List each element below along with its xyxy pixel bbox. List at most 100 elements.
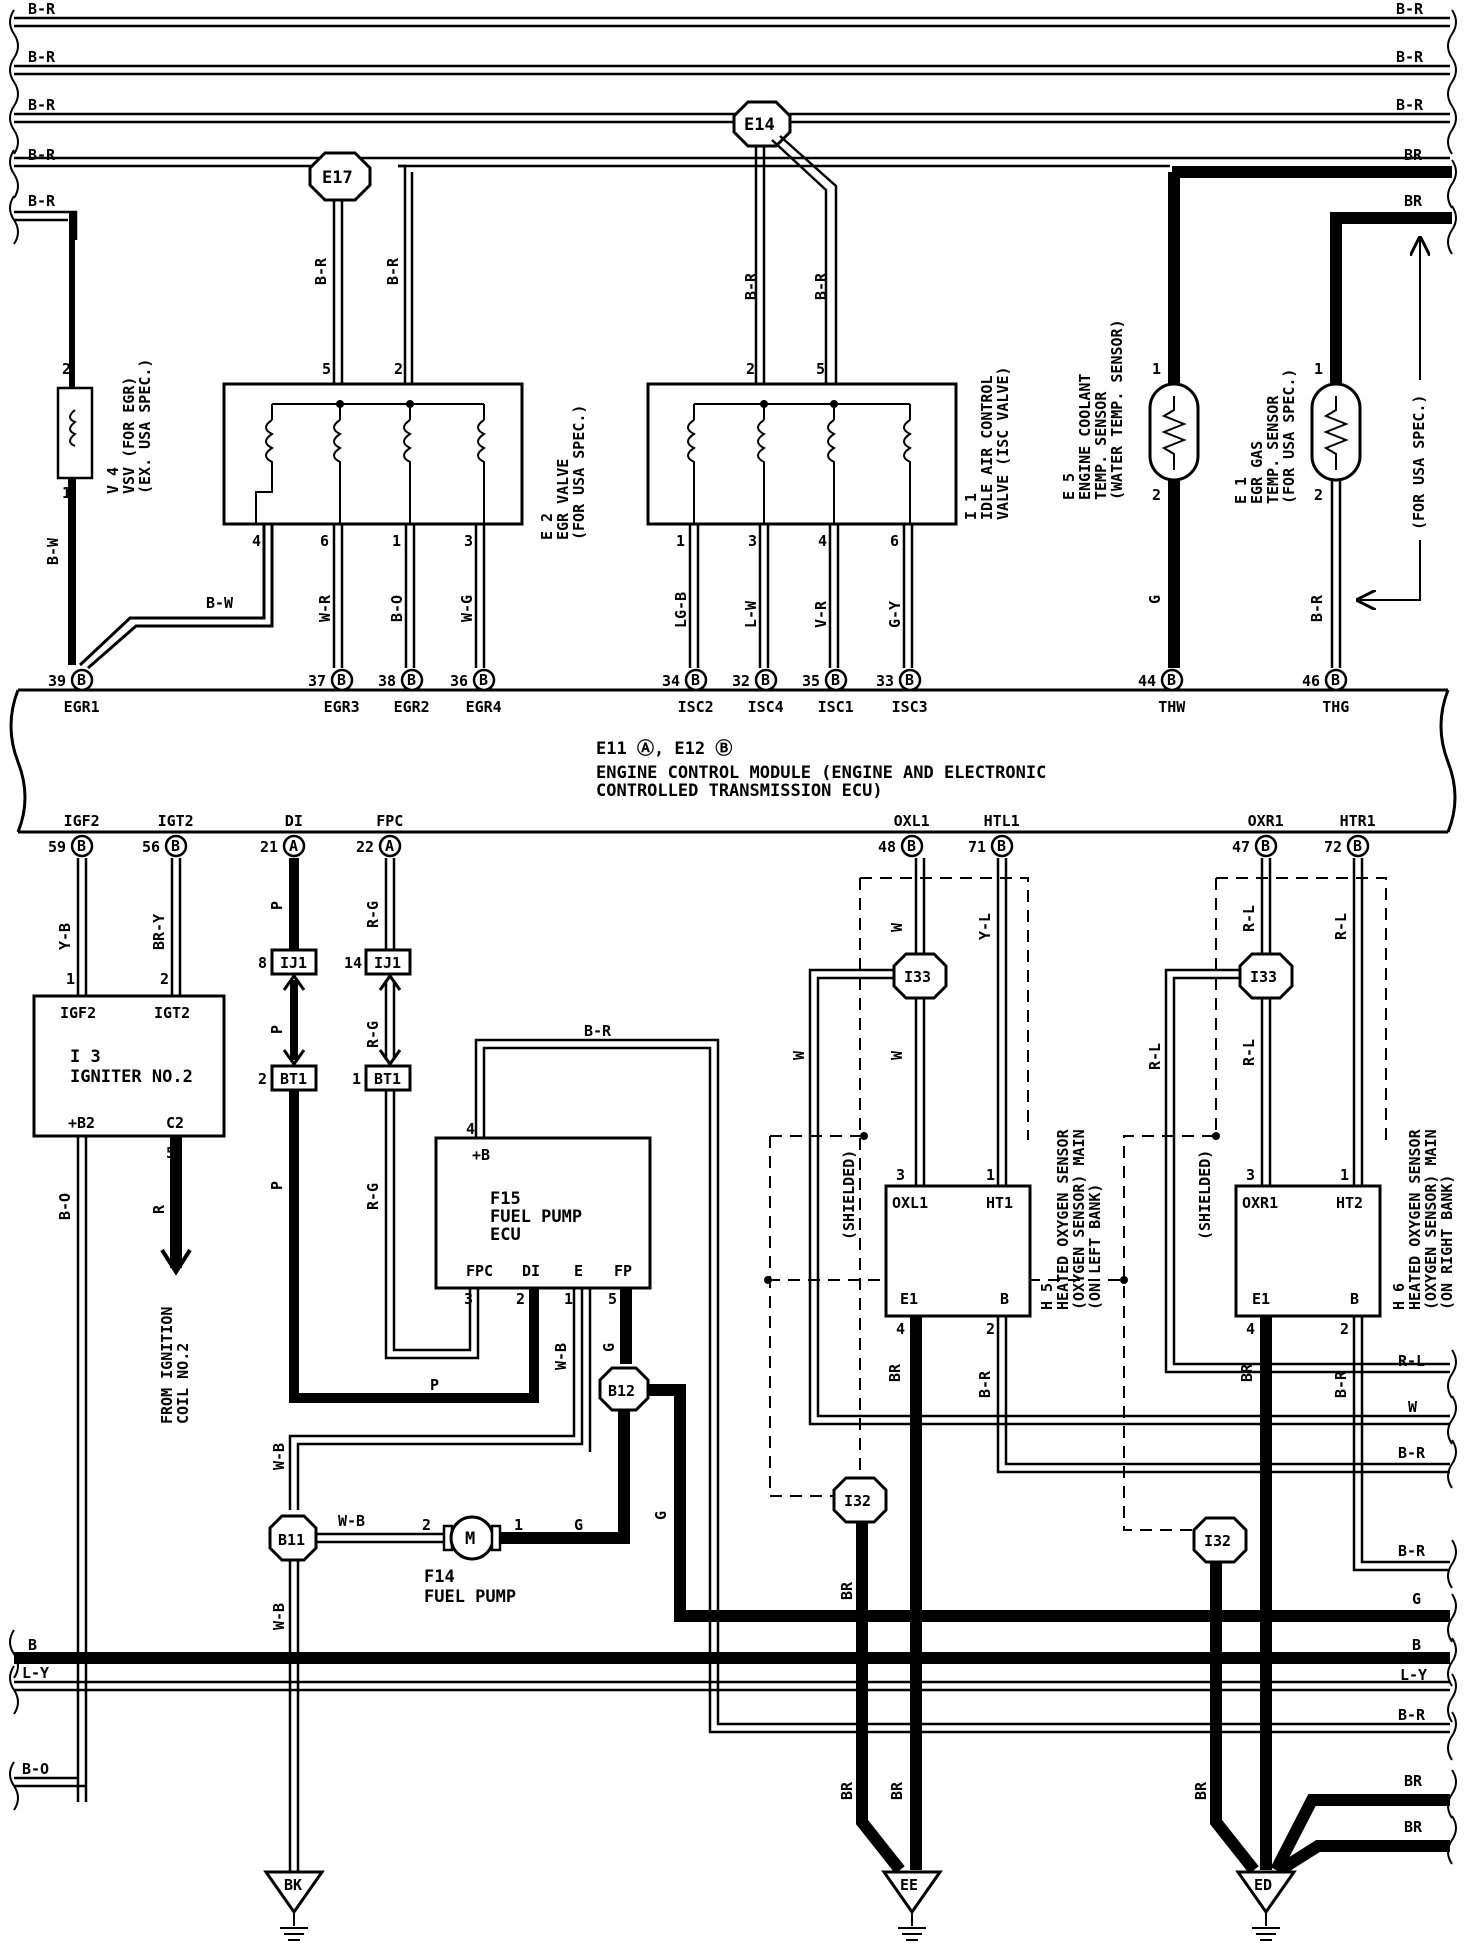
wire-br-fp: B-R	[584, 1022, 612, 1040]
h6-ht2: HT2	[1336, 1194, 1363, 1212]
pin-number: 56	[142, 838, 160, 856]
h6-label: H 6 HEATED OXYGEN SENSOR (OXYGEN SENSOR)…	[1390, 1128, 1456, 1310]
f15-fpc: FPC	[466, 1262, 493, 1280]
svg-text:HEATED OXYGEN SENSOR: HEATED OXYGEN SENSOR	[1054, 1128, 1072, 1310]
wire-br1: BR	[886, 1363, 904, 1382]
bus-left-ly: L-Y	[22, 1664, 49, 1682]
wire-br-e14b: B-R	[812, 272, 830, 300]
pin-number: 37	[308, 672, 326, 690]
svg-text:EGR VALVE: EGR VALVE	[554, 459, 572, 540]
wire-bo2: B-O	[56, 1193, 74, 1220]
v4-label: V 4 VSV (FOR EGR) (EX. USA SPEC.)	[104, 359, 154, 494]
bus-label-left-3: B-R	[28, 96, 56, 114]
i3-title: I 3	[70, 1047, 101, 1067]
svg-text:(WATER TEMP. SENSOR): (WATER TEMP. SENSOR)	[1108, 319, 1126, 500]
svg-text:(OXYGEN SENSOR) MAIN: (OXYGEN SENSOR) MAIN	[1422, 1129, 1440, 1310]
v4-pin-1: 1	[62, 484, 71, 502]
pin-name: HTL1	[984, 812, 1020, 830]
bt-pin-1: 1	[352, 1070, 361, 1088]
ij-pin-14: 14	[344, 954, 362, 972]
wire-bry: BR-Y	[150, 914, 168, 950]
e5-label: E 5 ENGINE COOLANT TEMP. SENSOR (WATER T…	[1060, 319, 1126, 500]
wire-br3: BR	[1238, 1363, 1256, 1382]
wire-g3: G	[574, 1516, 583, 1534]
pin-connector-letter: B	[1331, 671, 1340, 689]
ecu-bottom-pins: B59IGF2B56IGT2A21DIA22FPCB48OXL1B71HTL1B…	[48, 812, 1376, 858]
bus-right-b: B	[1412, 1636, 1421, 1654]
pin-connector-letter: B	[1261, 837, 1270, 855]
h6-pin-4: 4	[1246, 1320, 1255, 1338]
bus-label-left-5: B-R	[28, 192, 56, 210]
usa-spec-note: (FOR USA SPEC.)	[1410, 395, 1428, 530]
pin-number: 34	[662, 672, 680, 690]
e2-egr-valve: E17 B-R B-R 5 2 4 6 1 3 B-W W-R B-O W-G …	[78, 151, 588, 670]
wire-br5: BR	[838, 1581, 856, 1600]
bus-right-g: G	[1412, 1590, 1421, 1608]
pin-connector-letter: B	[407, 671, 416, 689]
f15-pin-5: 5	[608, 1290, 617, 1308]
pin-name: OXR1	[1248, 812, 1284, 830]
svg-text:FROM IGNITION: FROM IGNITION	[158, 1307, 176, 1424]
pin-name: ISC2	[678, 698, 714, 716]
svg-text:COIL NO.2: COIL NO.2	[174, 1343, 192, 1424]
wire-p2: P	[268, 1025, 286, 1034]
f15-name2: ECU	[490, 1225, 521, 1245]
f15-plus-b: +B	[472, 1146, 490, 1164]
pin-number: 59	[48, 838, 66, 856]
pin-number: 22	[356, 838, 374, 856]
wire-wb4: W-B	[270, 1603, 288, 1630]
wire-w3: W	[790, 1050, 808, 1060]
wire-lw: L-W	[742, 600, 760, 628]
junction-i32-a	[832, 1476, 888, 1524]
wire-br-e14a: B-R	[742, 272, 760, 300]
h5-ht1: HT1	[986, 1194, 1013, 1212]
pin-name: IGT2	[158, 812, 194, 830]
pin-number: 38	[378, 672, 396, 690]
i1-pin-3: 3	[748, 532, 757, 550]
wire-vr: V-R	[812, 600, 830, 628]
f15-fp: FP	[614, 1262, 632, 1280]
h6-shielded: (SHIELDED)	[1196, 1150, 1214, 1240]
junction-i33-b	[1238, 952, 1294, 1000]
pin-connector-letter: B	[691, 671, 700, 689]
wire-bo: B-O	[388, 595, 406, 622]
top-bus: B-R B-R B-R B-R B-R B-R B-R B-R BR BR	[9, 0, 1457, 255]
pin-name: HTR1	[1340, 812, 1376, 830]
pin-connector-letter: B	[77, 671, 86, 689]
ecu-pin-bottom-htr1: B 72 HTR1	[1324, 812, 1376, 858]
svg-text:EGR GAS: EGR GAS	[1248, 441, 1266, 504]
h5-b: B	[1000, 1290, 1009, 1308]
f15-name: FUEL PUMP	[490, 1207, 582, 1227]
pin-name: ISC3	[892, 698, 928, 716]
h6-pin-1: 1	[1340, 1166, 1349, 1184]
wire-r: R	[150, 1204, 168, 1214]
pin-connector-letter: B	[1353, 837, 1362, 855]
bus-label-left-4: B-R	[28, 146, 56, 164]
pin-connector-letter: B	[997, 837, 1006, 855]
pin-number: 39	[48, 672, 66, 690]
wire-br-thg: B-R	[1308, 594, 1326, 622]
f15-di: DI	[522, 1262, 540, 1280]
wire-rl3: R-L	[1146, 1043, 1164, 1070]
bus-label-right-3: B-R	[1396, 96, 1424, 114]
i3-igf2: IGF2	[60, 1004, 96, 1022]
pin-number: 47	[1232, 838, 1250, 856]
e1-pin-2: 2	[1314, 486, 1323, 504]
bt-pin-2: 2	[258, 1070, 267, 1088]
ecu-connectors: E11 Ⓐ, E12 Ⓑ	[596, 738, 732, 759]
e2-pin-6: 6	[320, 532, 329, 550]
pin-connector-letter: B	[479, 671, 488, 689]
pin-name: FPC	[376, 812, 403, 830]
ecu-name-line1: ENGINE CONTROL MODULE (ENGINE AND ELECTR…	[596, 763, 1046, 783]
bt1b-label: BT1	[374, 1070, 401, 1088]
bottom-bus: B L-Y B-O R-L W B-R B-R G B L-Y B-R BR B…	[9, 1349, 1457, 1865]
svg-text:(OXYGEN SENSOR) MAIN: (OXYGEN SENSOR) MAIN	[1070, 1129, 1088, 1310]
pin-number: 72	[1324, 838, 1342, 856]
wire-p3: P	[268, 1181, 286, 1190]
wire-br-e17b: B-R	[384, 257, 402, 285]
